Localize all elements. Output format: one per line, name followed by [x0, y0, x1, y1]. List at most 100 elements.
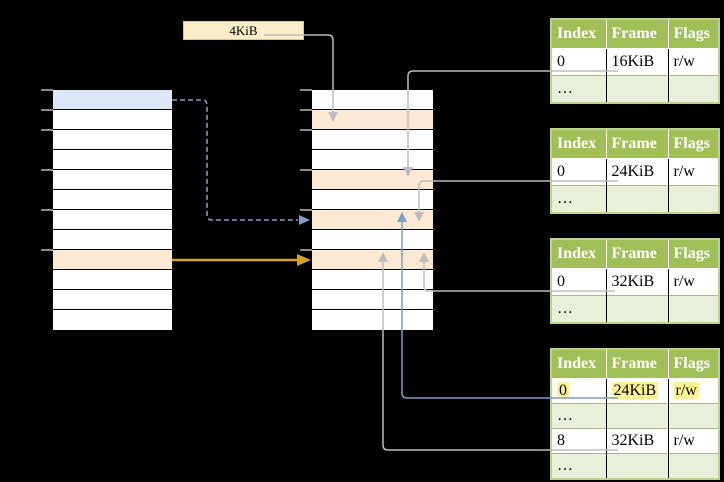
frame-size-label: 4KiB	[183, 21, 304, 40]
column-header-index: Index	[552, 350, 606, 379]
cell-frame	[605, 453, 668, 478]
frame-row-used	[312, 210, 433, 230]
cell-index: 0	[552, 48, 606, 76]
address-tick	[41, 169, 53, 171]
memory-row	[53, 150, 172, 170]
cell-index: 0	[552, 378, 606, 404]
cell-frame	[605, 75, 668, 102]
frame-row	[312, 130, 433, 150]
memory-row-highlight-blue	[53, 90, 172, 110]
page-table-directory: Index Frame Flags 0 24KiB r/w … 8 32KiB …	[550, 348, 720, 480]
table-row: …	[552, 185, 718, 212]
cell-flags	[667, 295, 718, 322]
frame-row-used	[312, 250, 433, 270]
address-tick	[300, 109, 312, 111]
column-header-flags: Flags	[667, 130, 718, 159]
page-table-24kib: Index Frame Flags 0 24KiB r/w …	[550, 128, 720, 214]
frame-row-used	[312, 170, 433, 190]
cell-index: …	[552, 295, 606, 322]
connector-virtual-page0-to-frame-24kib	[172, 99, 298, 221]
page-table-16kib: Index Frame Flags 0 16KiB r/w …	[550, 18, 720, 104]
column-header-index: Index	[552, 20, 606, 49]
memory-row	[53, 110, 172, 130]
frame-row	[312, 270, 433, 290]
cell-flags	[667, 185, 718, 212]
address-tick	[300, 169, 312, 171]
column-header-flags: Flags	[667, 20, 718, 49]
table-header-row: Index Frame Flags	[552, 130, 718, 159]
cell-flags: r/w	[667, 48, 718, 76]
address-tick	[41, 109, 53, 111]
table-row: 0 16KiB r/w	[552, 48, 718, 76]
cell-index: 0	[552, 158, 606, 186]
table-row: 8 32KiB r/w	[552, 428, 718, 454]
highlighted-value: r/w	[673, 382, 699, 399]
cell-flags	[667, 453, 718, 478]
table-row-highlighted: 0 24KiB r/w	[552, 378, 718, 404]
table-row: …	[552, 75, 718, 102]
cell-flags: r/w	[667, 158, 718, 186]
cell-frame: 32KiB	[605, 428, 668, 454]
page-table-32kib: Index Frame Flags 0 32KiB r/w …	[550, 238, 720, 324]
cell-index: 0	[552, 268, 606, 296]
column-header-frame: Frame	[605, 350, 668, 379]
memory-row	[53, 270, 172, 290]
cell-frame: 24KiB	[605, 378, 668, 404]
column-header-frame: Frame	[605, 20, 668, 49]
memory-row	[53, 130, 172, 150]
table-row: …	[552, 295, 718, 322]
frame-row-used	[312, 110, 433, 130]
column-header-index: Index	[552, 240, 606, 269]
memory-row	[53, 230, 172, 250]
address-tick	[41, 249, 53, 251]
address-tick	[41, 209, 53, 211]
cell-frame	[605, 295, 668, 322]
cell-flags	[667, 75, 718, 102]
virtual-address-space-column	[52, 89, 173, 331]
cell-index: …	[552, 453, 606, 478]
highlighted-value: 24KiB	[611, 382, 659, 399]
address-tick	[41, 129, 53, 131]
cell-flags	[667, 403, 718, 429]
cell-index: …	[552, 185, 606, 212]
memory-row-highlight-orange	[53, 250, 172, 270]
arrowhead-right-icon	[299, 215, 310, 225]
cell-flags: r/w	[667, 428, 718, 454]
cell-frame: 32KiB	[605, 268, 668, 296]
cell-flags: r/w	[667, 268, 718, 296]
table-row: 0 24KiB r/w	[552, 158, 718, 186]
table-row: …	[552, 453, 718, 478]
memory-row	[53, 170, 172, 190]
table-header-row: Index Frame Flags	[552, 20, 718, 49]
address-tick	[300, 129, 312, 131]
cell-index: …	[552, 75, 606, 102]
address-tick	[41, 89, 53, 91]
frame-row	[312, 150, 433, 170]
column-header-flags: Flags	[667, 350, 718, 379]
table-header-row: Index Frame Flags	[552, 350, 718, 379]
column-header-index: Index	[552, 130, 606, 159]
column-header-frame: Frame	[605, 130, 668, 159]
frame-row	[312, 230, 433, 250]
cell-index: 8	[552, 428, 606, 454]
column-header-flags: Flags	[667, 240, 718, 269]
memory-row	[53, 290, 172, 310]
cell-flags: r/w	[667, 378, 718, 404]
table-row: …	[552, 403, 718, 429]
highlighted-value: 0	[557, 382, 569, 399]
frame-row	[312, 310, 433, 330]
address-tick	[300, 89, 312, 91]
frame-row	[312, 290, 433, 310]
cell-frame: 24KiB	[605, 158, 668, 186]
memory-row	[53, 190, 172, 210]
arrowhead-right-icon	[297, 254, 311, 266]
memory-row	[53, 210, 172, 230]
table-row: 0 32KiB r/w	[552, 268, 718, 296]
frame-row	[312, 90, 433, 110]
physical-memory-column	[311, 89, 434, 331]
cell-frame	[605, 185, 668, 212]
address-tick	[300, 249, 312, 251]
address-tick	[300, 209, 312, 211]
column-header-frame: Frame	[605, 240, 668, 269]
cell-frame	[605, 403, 668, 429]
